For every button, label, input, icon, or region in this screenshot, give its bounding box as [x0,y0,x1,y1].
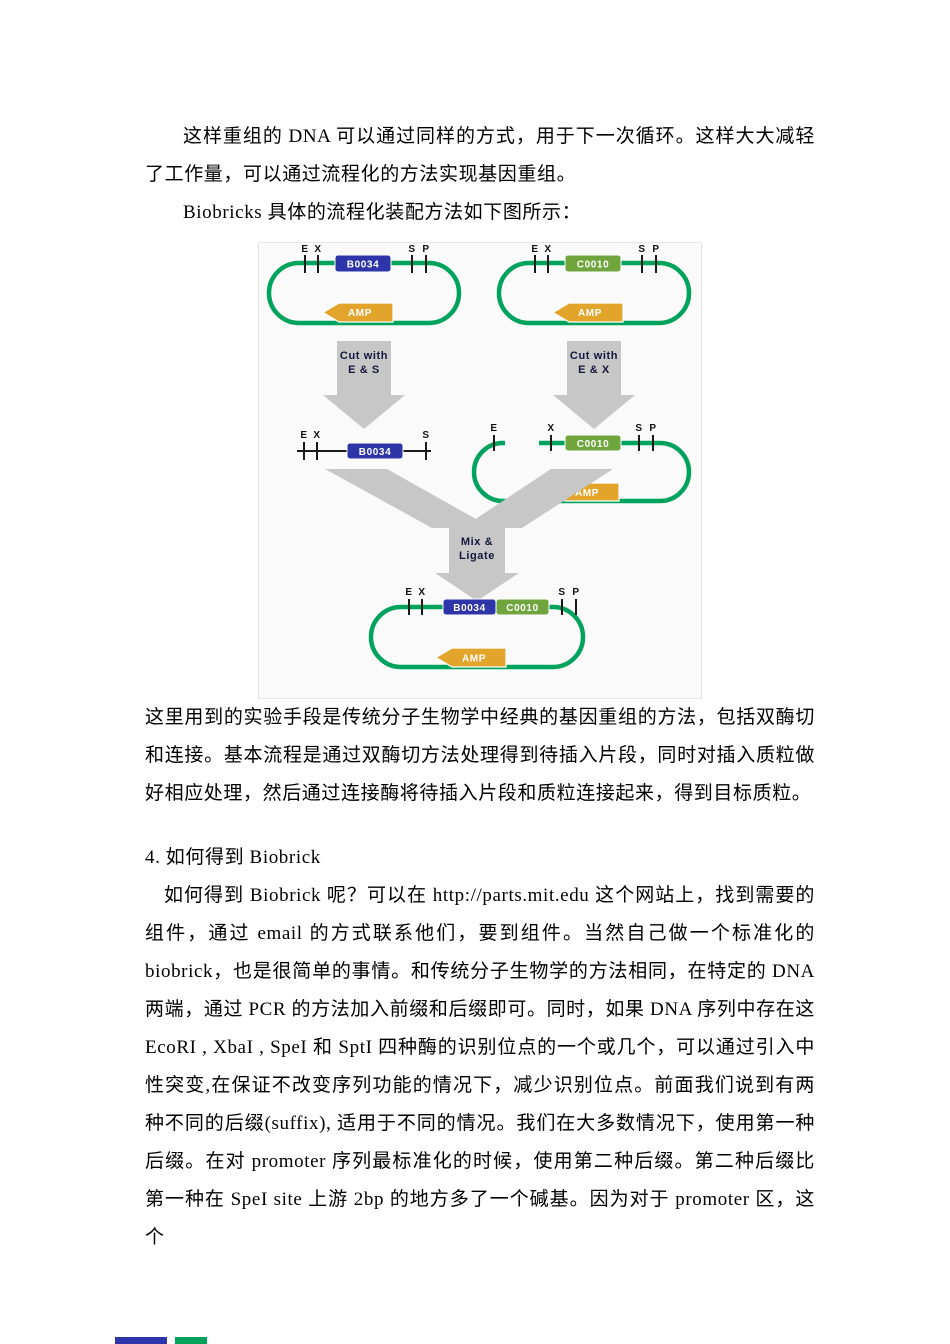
plasmid-result: AMP B0034 C0010 E X S P [368,587,586,670]
site-label-p: P [572,587,579,598]
biobrick-assembly-figure: AMP B0034 E X S P AMP [258,242,702,699]
site-label-p: P [422,244,429,255]
site-label-e: E [301,244,308,255]
amp-arrow [434,647,507,668]
plasmid-top-left: AMP B0034 E X S P [266,244,462,326]
cut-right-label-line1: Cut with [570,350,618,362]
site-label-x: X [544,244,551,255]
site-label-s: S [638,244,645,255]
arrow-band-left [325,469,492,528]
site-label-x: X [418,587,425,598]
part-box-b0034 [334,254,392,273]
sliver-green-block [175,1337,207,1344]
paragraph-figure-intro: Biobricks 具体的流程化装配方法如下图所示： [183,202,582,223]
page-bottom-figure-sliver [115,1337,207,1344]
part-label-b0034: B0034 [359,447,391,458]
paragraph-recombination-cycle: 这样重组的 DNA 可以通过同样的方式，用于下一次循环。这样大大减轻了工作量，可… [145,126,815,185]
arrow-band-right [462,469,613,528]
site-label-s: S [635,423,642,434]
cut-right-label-line2: E & X [578,364,610,376]
part-box-c0010 [495,598,550,616]
site-label-x: X [313,430,320,441]
arrow-shaft [567,341,621,395]
section-heading-4: 4. 如何得到 Biobrick [145,847,321,868]
arrow-head [553,395,635,429]
biobrick-assembly-svg: AMP B0034 E X S P AMP [266,244,692,670]
cut-arrow-left: Cut with E & S [323,341,405,429]
part-label-b0034: B0034 [347,260,379,271]
part-label-b0034: B0034 [453,603,485,614]
amp-arrow [321,302,394,323]
site-label-s: S [408,244,415,255]
part-label-c0010: C0010 [506,603,538,614]
cut-arrow-right: Cut with E & X [553,341,635,429]
part-box-c0010 [564,434,622,452]
part-box-c0010 [564,254,622,273]
cut-left-label-line2: E & S [348,364,380,376]
amp-label: AMP [578,308,602,319]
site-label-e: E [531,244,538,255]
site-label-x: X [314,244,321,255]
part-label-c0010: C0010 [577,439,609,450]
arrow-head [435,573,519,601]
site-label-e: E [300,430,307,441]
arrow-shaft [449,523,505,573]
amp-arrow [551,302,624,323]
paragraph-how-to-get-biobrick: 如何得到 Biobrick 呢？可以在 http://parts.mit.edu… [145,885,815,1248]
part-box-b0034 [346,442,404,460]
mix-ligate-label-line1: Mix & [461,536,493,548]
part-label-c0010: C0010 [577,260,609,271]
site-label-s: S [558,587,565,598]
linear-fragment-b0034: B0034 E X S [297,430,431,460]
arrow-shaft [337,341,391,395]
paragraph-method-description: 这里用到的实验手段是传统分子生物学中经典的基因重组的方法，包括双酶切和连接。基本… [145,707,815,804]
site-label-p: P [652,244,659,255]
amp-label: AMP [348,308,372,319]
cut-gap [505,436,539,450]
site-label-e: E [490,423,497,434]
mix-ligate-label-line2: Ligate [459,550,495,562]
mix-ligate-arrow: Mix & Ligate [325,469,613,601]
amp-label: AMP [462,654,486,665]
plasmid-top-right: AMP C0010 E X S P [496,244,692,326]
site-label-x: X [547,423,554,434]
document-page: 这样重组的 DNA 可以通过同样的方式，用于下一次循环。这样大大减轻了工作量，可… [145,126,815,1248]
cut-left-label-line1: Cut with [340,350,388,362]
site-label-e: E [405,587,412,598]
arrow-head [323,395,405,429]
sliver-blue-block [115,1337,167,1344]
site-label-p: P [649,423,656,434]
site-label-s: S [422,430,429,441]
amp-label: AMP [575,488,599,499]
